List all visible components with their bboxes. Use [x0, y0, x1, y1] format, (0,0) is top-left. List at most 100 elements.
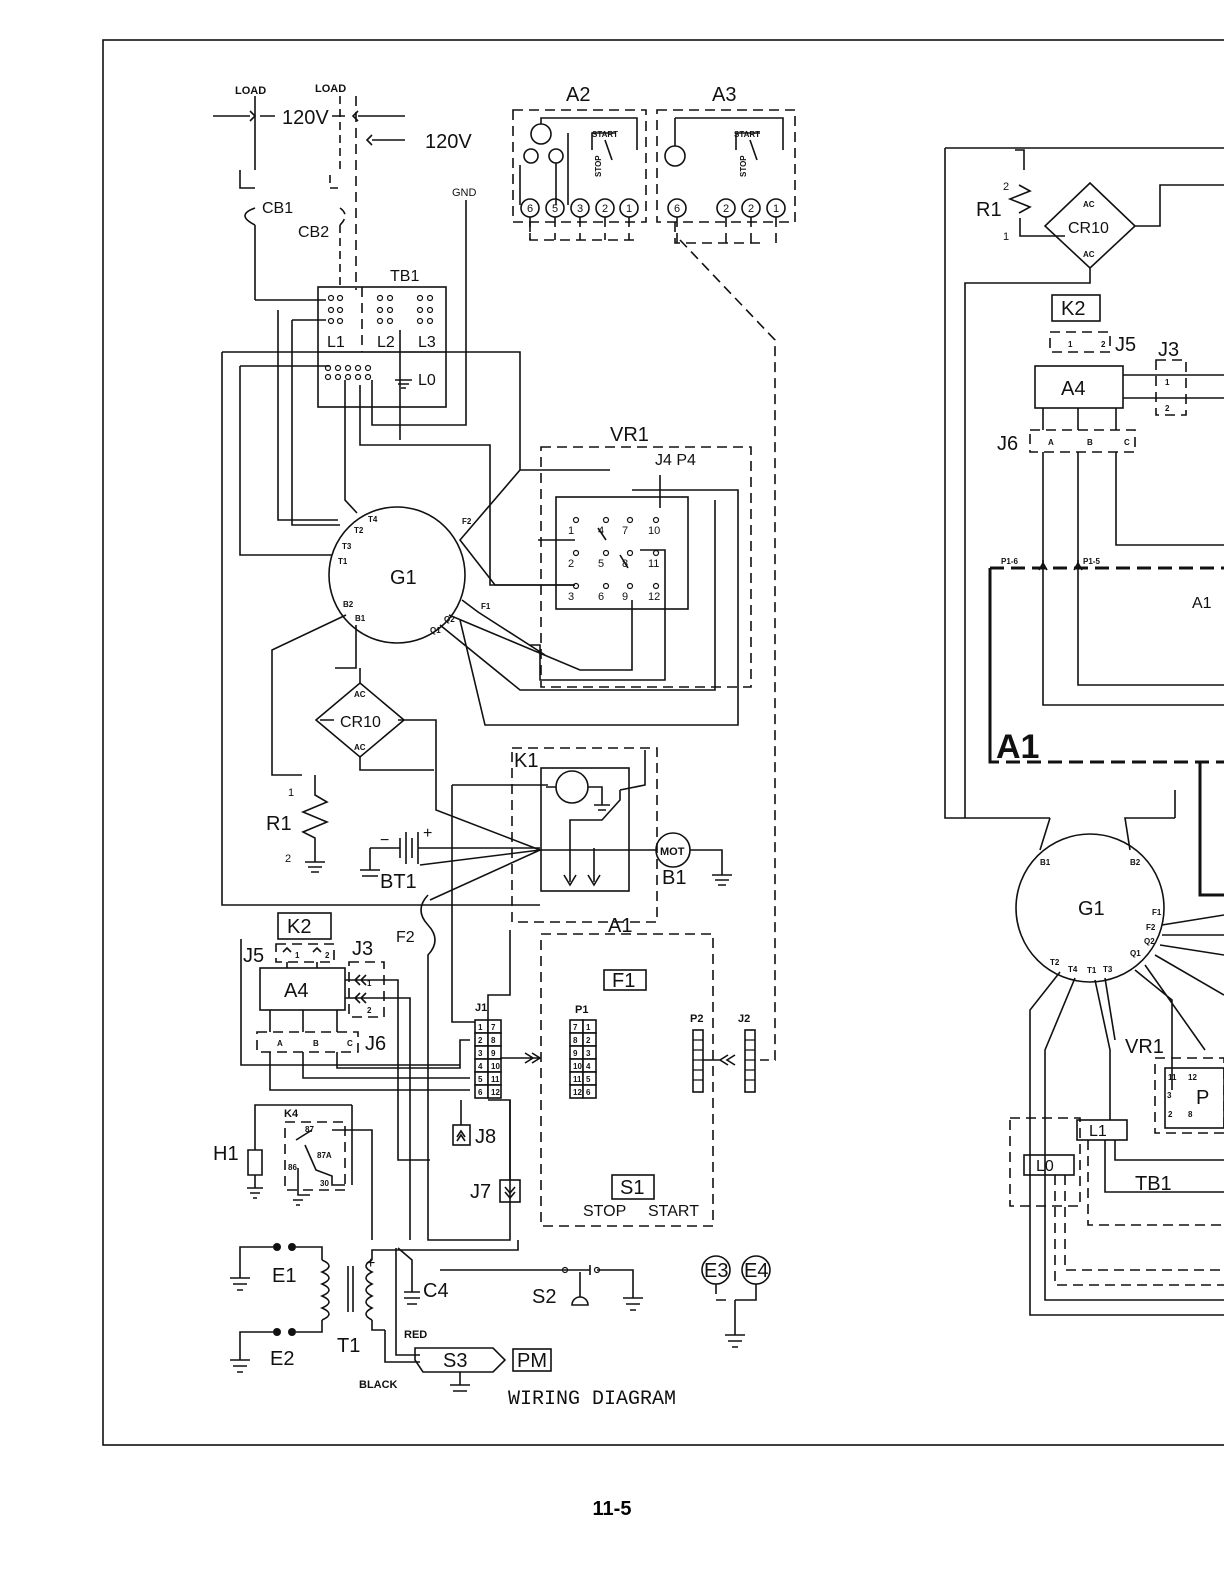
rp-q2: Q2	[1144, 937, 1155, 946]
vr1-pin	[572, 516, 580, 524]
rp-ac1: AC	[1083, 200, 1095, 209]
rp-j3-label: J3	[1158, 339, 1179, 361]
p1-pin-label: 8	[573, 1036, 578, 1045]
rp-t1: T1	[1087, 966, 1097, 975]
p1-pin-label: 3	[586, 1049, 591, 1058]
rp-j5-pin1: 1	[1068, 340, 1073, 349]
relay-k4: K4 87 87A 86 30	[254, 1104, 373, 1240]
vr1-pin-label: 5	[598, 558, 604, 570]
cb2-label: CB2	[298, 224, 329, 241]
p1-pin-label: 6	[586, 1088, 591, 1097]
g1-t3: T3	[342, 542, 352, 551]
connector-j7: J7	[470, 1100, 521, 1203]
right-panel: R1 2 1 CR10 AC AC K2 J5 1 2 A4 J3 1 2 J6…	[944, 147, 1224, 1316]
vr1-pin-label: 12	[648, 591, 660, 603]
e4-label: E4	[744, 1260, 768, 1282]
red-wire-label: RED	[404, 1329, 427, 1341]
a1-stop-label: STOP	[583, 1203, 626, 1220]
a3-terminal-label: 2	[723, 203, 729, 215]
rp-j6-pin-b: B	[1087, 438, 1093, 447]
vr1-pin-label: 10	[648, 525, 660, 537]
j3-label: J3	[352, 938, 373, 960]
j5-label: J5	[243, 945, 264, 967]
p1-pin-label: 9	[573, 1049, 578, 1058]
k4-label: K4	[284, 1108, 299, 1120]
a2-stop-label: STOP	[594, 155, 603, 177]
vr1-pin	[626, 549, 634, 557]
j1-pin-label: 7	[491, 1023, 496, 1032]
k4-87: 87	[305, 1125, 314, 1134]
circuit-breaker-cb1: CB1	[239, 96, 293, 300]
k2-label: K2	[287, 916, 311, 938]
g1-b1: B1	[355, 614, 366, 623]
ignition-transformer: E1 E2 + T1 C4 RED BLACK	[230, 1243, 449, 1391]
h1-label: H1	[213, 1143, 239, 1165]
vr1-pin-label: 3	[568, 591, 574, 603]
j6-label: J6	[365, 1033, 386, 1055]
tb1-l3-label: L3	[418, 334, 436, 351]
connector-j3: J3 1 2	[345, 938, 430, 1240]
connector-j5: J5 1 2	[243, 943, 335, 968]
a4-label: A4	[284, 980, 308, 1002]
vr1-pin-label: 7	[622, 525, 628, 537]
bt1-minus: −	[380, 832, 389, 849]
g1-t4: T4	[368, 515, 378, 524]
p1-pin-label: 1	[586, 1023, 591, 1032]
p1-pin-label: 7	[573, 1023, 578, 1032]
vr1-conn-label: J4 P4	[655, 452, 696, 469]
j1-pin-label: 4	[478, 1062, 483, 1071]
j1-pin-label: 6	[478, 1088, 483, 1097]
black-wire-label: BLACK	[359, 1379, 398, 1391]
k1-label: K1	[514, 750, 538, 772]
rp-a1-big-label: A1	[996, 728, 1039, 766]
motor-label: MOT	[660, 846, 685, 858]
vr1-label: VR1	[610, 424, 649, 446]
p1-pin-label: 4	[586, 1062, 591, 1071]
rp-g1-label: G1	[1078, 898, 1105, 920]
vr1-pin	[626, 582, 634, 590]
tb1-feed-wires	[221, 299, 610, 906]
j5-pin2: 2	[325, 951, 330, 960]
vr1-pin-label: 1	[568, 525, 574, 537]
g1-q1: Q1	[430, 626, 441, 635]
rp-a4-label: A4	[1061, 378, 1085, 400]
rp-b1: B1	[1040, 858, 1051, 867]
voltage-label-2: 120V	[425, 131, 472, 153]
a2-terminal-label: 6	[527, 203, 533, 215]
j1-pin-label: 8	[491, 1036, 496, 1045]
g1-t2: T2	[354, 526, 364, 535]
rp-j3-pin2: 2	[1165, 404, 1170, 413]
a3-start-label: START	[734, 130, 760, 139]
a1-start-label: START	[648, 1203, 699, 1220]
j7-label: J7	[470, 1181, 491, 1203]
t1-label: T1	[337, 1335, 360, 1357]
rp-a1-label: A1	[1192, 595, 1212, 612]
rp-r1-pin1: 1	[1003, 231, 1009, 243]
a3-terminal-label: 6	[674, 203, 680, 215]
motor-name: B1	[662, 867, 686, 889]
p1-pin-cell	[582, 1084, 597, 1099]
g1-t1: T1	[338, 557, 348, 566]
r1-label: R1	[266, 813, 292, 835]
terminal-board-tb1: TB1 L1 L2 L3 L0	[317, 268, 447, 408]
a1-f1-label: F1	[612, 970, 635, 992]
k4-86: 86	[288, 1163, 297, 1172]
rp-vr-8: 8	[1188, 1110, 1193, 1119]
j1-pin-label: 1	[478, 1023, 483, 1032]
relay-k2: K2	[277, 912, 332, 940]
a3-terminal-label: 1	[773, 203, 779, 215]
vr1-pin	[572, 582, 580, 590]
s2-label: S2	[532, 1286, 556, 1308]
fuse-label: F2	[396, 929, 415, 946]
control-board-a4: A4	[259, 967, 346, 1011]
rp-f2: F2	[1146, 923, 1156, 932]
c4-label: C4	[423, 1280, 449, 1302]
vr1-pin-label: 6	[598, 591, 604, 603]
page-number: 11-5	[592, 1498, 632, 1520]
electrodes-e3-e4: E3 E4	[701, 1255, 771, 1348]
k4-87a: 87A	[317, 1151, 332, 1160]
s3-label: S3	[443, 1350, 467, 1372]
